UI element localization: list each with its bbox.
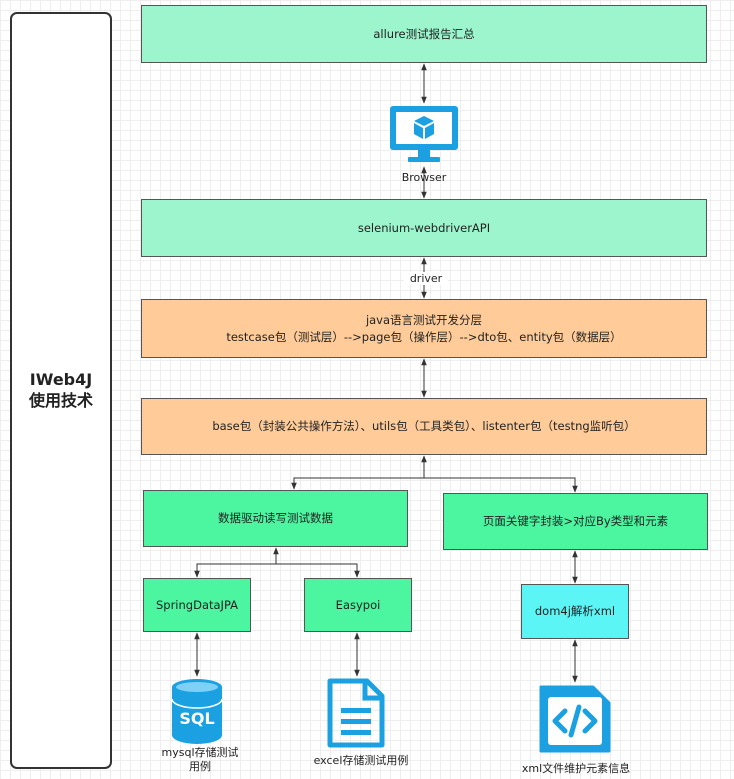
side-title: IWeb4J 使用技术	[29, 370, 93, 412]
allure-box-label: allure测试报告汇总	[373, 26, 475, 41]
mysql-label-line1: mysql存储测试	[161, 746, 239, 759]
springdatajpa-box: SpringDataJPA	[143, 578, 251, 632]
keyword-box: 页面关键字封装>对应By类型和元素	[443, 493, 708, 550]
java-layer-line2: testcase包（测试层）-->page包（操作层）-->dto包、entit…	[226, 329, 622, 344]
excel-label: excel存储测试用例	[313, 754, 409, 767]
selenium-box-label: selenium-webdriverAPI	[357, 220, 491, 235]
side-panel: IWeb4J 使用技术	[10, 12, 112, 769]
java-layer-line1: java语言测试开发分层	[365, 312, 483, 327]
allure-box: allure测试报告汇总	[141, 5, 707, 63]
mysql-label: mysql存储测试 用例	[153, 746, 247, 775]
keyword-label: 页面关键字封装>对应By类型和元素	[482, 514, 669, 529]
monitor-cube-icon	[390, 106, 458, 162]
mysql-label-line2: 用例	[189, 760, 211, 774]
arrow-base-keyword	[424, 477, 578, 493]
arrow-data-jpa	[194, 547, 279, 578]
easypoi-label: Easypoi	[335, 597, 381, 612]
java-layer-box: java语言测试开发分层 testcase包（测试层）-->page包（操作层）…	[141, 299, 707, 358]
data-driven-label: 数据驱动读写测试数据	[218, 511, 333, 526]
sql-icon-text: SQL	[179, 709, 214, 728]
driver-label: driver	[404, 272, 448, 285]
xml-label: xml文件维护元素信息	[521, 762, 631, 775]
arrow-base-split	[291, 455, 427, 490]
springdatajpa-label: SpringDataJPA	[155, 597, 239, 612]
base-package-box: base包（封装公共操作方法）、utils包（工具类包）、listenter包（…	[141, 398, 707, 455]
dom4j-box: dom4j解析xml	[521, 584, 629, 639]
sql-database-icon: SQL	[171, 679, 223, 744]
dom4j-label: dom4j解析xml	[534, 604, 616, 619]
easypoi-box: Easypoi	[304, 578, 412, 632]
data-driven-box: 数据驱动读写测试数据	[143, 490, 408, 547]
arrow-data-easypoi	[276, 563, 360, 578]
document-icon	[327, 678, 385, 748]
browser-label: Browser	[401, 171, 447, 184]
base-package-label: base包（封装公共操作方法）、utils包（工具类包）、listenter包（…	[212, 419, 636, 434]
code-file-icon	[539, 685, 611, 753]
side-title-line1: IWeb4J	[29, 369, 93, 389]
selenium-box: selenium-webdriverAPI	[141, 199, 707, 257]
side-title-line2: 使用技术	[28, 390, 93, 410]
